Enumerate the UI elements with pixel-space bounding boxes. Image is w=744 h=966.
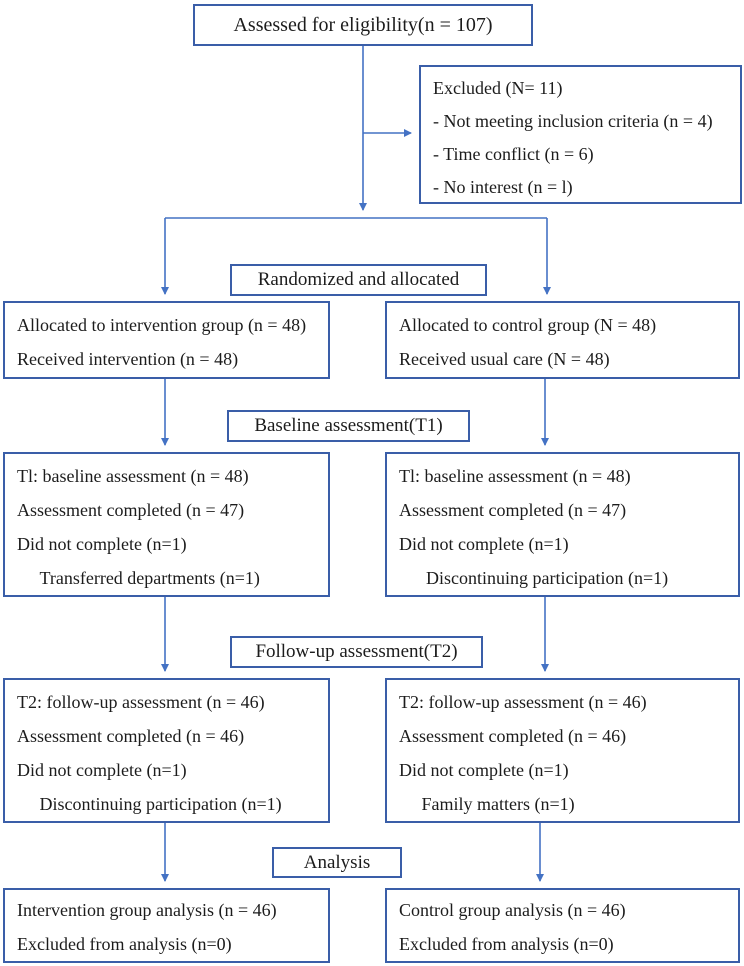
- box-line: T2: follow-up assessment (n = 46): [399, 692, 647, 712]
- box-followup-label: Follow-up assessment(T2): [230, 636, 483, 668]
- box-line: Assessment completed (n = 46): [399, 726, 627, 746]
- box-line: Did not complete (n=1): [399, 760, 569, 780]
- box-line: - Time conflict (n = 6): [433, 144, 594, 164]
- box-line: Family matters (n=1): [399, 794, 575, 814]
- box-line: Did not complete (n=1): [17, 760, 187, 780]
- randomized-label-text: Randomized and allocated: [257, 269, 460, 290]
- box-randomized-label: Randomized and allocated: [230, 264, 487, 296]
- box-analysis-control: Control group analysis (n = 46) Excluded …: [385, 888, 740, 963]
- box-line: Allocated to intervention group (n = 48): [17, 315, 307, 335]
- box-baseline-control: Tl: baseline assessment (n = 48) Assessme…: [385, 452, 740, 597]
- analysis-label-text: Analysis: [303, 851, 371, 873]
- box-line: Allocated to control group (N = 48): [399, 315, 657, 335]
- box-analysis-label: Analysis: [272, 847, 402, 878]
- box-line: Excluded from analysis (n=0): [399, 934, 614, 954]
- box-line: - Not meeting inclusion criteria (n = 4): [433, 111, 713, 131]
- box-line: Intervention group analysis (n = 46): [17, 900, 277, 920]
- followup-label-text: Follow-up assessment(T2): [255, 641, 458, 662]
- box-line: Received intervention (n = 48): [17, 349, 239, 369]
- box-line: T2: follow-up assessment (n = 46): [17, 692, 265, 712]
- assessed-eligibility-text: Assessed for eligibility(n = 107): [233, 13, 493, 36]
- box-baseline-label: Baseline assessment(T1): [227, 410, 470, 442]
- box-followup-control: T2: follow-up assessment (n = 46) Assessm…: [385, 678, 740, 823]
- box-line: - No interest (n = l): [433, 177, 573, 197]
- box-line: Tl: baseline assessment (n = 48): [399, 466, 631, 486]
- box-line: Transferred departments (n=1): [17, 568, 260, 588]
- box-allocation-intervention: Allocated to intervention group (n = 48)…: [3, 301, 330, 379]
- box-followup-intervention: T2: follow-up assessment (n = 46) Assessm…: [3, 678, 330, 823]
- box-line: Excluded (N= 11): [433, 78, 563, 98]
- baseline-label-text: Baseline assessment(T1): [254, 415, 443, 436]
- box-line: Discontinuing participation (n=1): [399, 568, 669, 588]
- box-line: Control group analysis (n = 46): [399, 900, 626, 920]
- box-line: Assessment completed (n = 46): [17, 726, 245, 746]
- box-line: Did not complete (n=1): [399, 534, 569, 554]
- box-line: Assessment completed (n = 47): [399, 500, 627, 520]
- box-line: Discontinuing participation (n=1): [17, 794, 282, 814]
- box-excluded: Excluded (N= 11) - Not meeting inclusion …: [419, 65, 742, 204]
- box-line: Assessment completed (n = 47): [17, 500, 245, 520]
- box-line: Excluded from analysis (n=0): [17, 934, 232, 954]
- box-analysis-intervention: Intervention group analysis (n = 46) Excl…: [3, 888, 330, 963]
- box-line: Did not complete (n=1): [17, 534, 187, 554]
- box-line: Received usual care (N = 48): [399, 349, 610, 369]
- box-assessed-eligibility: Assessed for eligibility(n = 107): [193, 4, 533, 46]
- box-allocation-control: Allocated to control group (N = 48) Recei…: [385, 301, 740, 379]
- box-line: Tl: baseline assessment (n = 48): [17, 466, 249, 486]
- box-baseline-intervention: Tl: baseline assessment (n = 48) Assessme…: [3, 452, 330, 597]
